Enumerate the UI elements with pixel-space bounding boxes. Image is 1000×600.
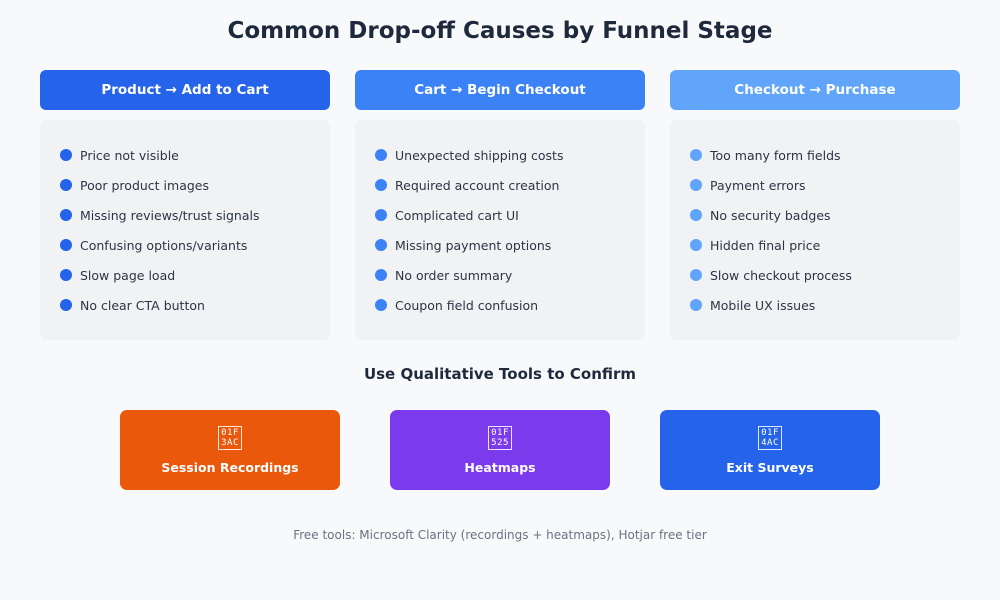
bullet-dot-icon: [375, 149, 387, 161]
bullet-dot-icon: [375, 299, 387, 311]
cause-item: Complicated cart UI: [355, 200, 645, 230]
cause-item: Payment errors: [670, 170, 960, 200]
stage-column-cart-to-checkout: Cart → Begin Checkout Unexpected shippin…: [355, 70, 645, 340]
tool-card-session-recordings: 01F 3AC Session Recordings: [120, 410, 340, 490]
bullet-dot-icon: [690, 239, 702, 251]
icon-code-top: 01F: [761, 427, 779, 438]
stage-column-product-to-cart: Product → Add to Cart Price not visible …: [40, 70, 330, 340]
cause-text: Confusing options/variants: [80, 237, 248, 253]
icon-code-top: 01F: [221, 427, 239, 438]
bullet-dot-icon: [60, 209, 72, 221]
stage-causes-panel: Unexpected shipping costs Required accou…: [355, 120, 645, 340]
tool-label: Session Recordings: [161, 459, 299, 475]
icon-code-bottom: 4AC: [761, 437, 779, 448]
bullet-dot-icon: [60, 299, 72, 311]
bullet-dot-icon: [690, 209, 702, 221]
cause-text: Required account creation: [395, 177, 560, 193]
bullet-dot-icon: [60, 269, 72, 281]
cause-item: Coupon field confusion: [355, 290, 645, 320]
tool-card-exit-surveys: 01F 4AC Exit Surveys: [660, 410, 880, 490]
cause-item: Missing payment options: [355, 230, 645, 260]
page-title: Common Drop-off Causes by Funnel Stage: [227, 18, 773, 44]
icon-code-top: 01F: [491, 427, 509, 438]
cause-text: Price not visible: [80, 147, 179, 163]
cause-text: Unexpected shipping costs: [395, 147, 564, 163]
bullet-dot-icon: [690, 179, 702, 191]
cause-text: Hidden final price: [710, 237, 821, 253]
stage-header: Checkout → Purchase: [670, 70, 960, 110]
speech-balloon-icon: 01F 4AC: [758, 425, 782, 450]
cause-text: Missing reviews/trust signals: [80, 207, 260, 223]
icon-code-bottom: 3AC: [221, 437, 239, 448]
tool-label: Exit Surveys: [726, 459, 814, 475]
stage-causes-panel: Price not visible Poor product images Mi…: [40, 120, 330, 340]
bullet-dot-icon: [690, 149, 702, 161]
cause-text: Too many form fields: [710, 147, 841, 163]
bullet-dot-icon: [375, 269, 387, 281]
bullet-dot-icon: [690, 269, 702, 281]
cause-item: No order summary: [355, 260, 645, 290]
stage-header: Product → Add to Cart: [40, 70, 330, 110]
cause-text: Mobile UX issues: [710, 297, 816, 313]
section-subtitle: Use Qualitative Tools to Confirm: [363, 365, 637, 383]
bullet-dot-icon: [375, 179, 387, 191]
bullet-dot-icon: [60, 149, 72, 161]
cause-item: Too many form fields: [670, 140, 960, 170]
cause-text: Slow page load: [80, 267, 176, 283]
tool-card-heatmaps: 01F 525 Heatmaps: [390, 410, 610, 490]
cause-item: Poor product images: [40, 170, 330, 200]
cause-text: Complicated cart UI: [395, 207, 519, 223]
stage-column-checkout-to-purchase: Checkout → Purchase Too many form fields…: [670, 70, 960, 340]
fire-icon: 01F 525: [488, 425, 512, 450]
cause-item: Price not visible: [40, 140, 330, 170]
cause-item: Required account creation: [355, 170, 645, 200]
icon-code-bottom: 525: [491, 437, 509, 448]
cause-text: Coupon field confusion: [395, 297, 539, 313]
cause-item: No security badges: [670, 200, 960, 230]
clapper-board-icon: 01F 3AC: [218, 425, 242, 450]
stage-causes-panel: Too many form fields Payment errors No s…: [670, 120, 960, 340]
cause-text: Poor product images: [80, 177, 209, 193]
bullet-dot-icon: [60, 239, 72, 251]
stage-header: Cart → Begin Checkout: [355, 70, 645, 110]
cause-item: Hidden final price: [670, 230, 960, 260]
cause-text: Payment errors: [710, 177, 806, 193]
cause-text: Missing payment options: [395, 237, 552, 253]
cause-item: Unexpected shipping costs: [355, 140, 645, 170]
cause-text: Slow checkout process: [710, 267, 852, 283]
bullet-dot-icon: [375, 209, 387, 221]
cause-item: Confusing options/variants: [40, 230, 330, 260]
footnote: Free tools: Microsoft Clarity (recording…: [293, 528, 707, 542]
bullet-dot-icon: [690, 299, 702, 311]
cause-item: Slow page load: [40, 260, 330, 290]
cause-item: Slow checkout process: [670, 260, 960, 290]
cause-text: No order summary: [395, 267, 513, 283]
cause-text: No security badges: [710, 207, 831, 223]
cause-text: No clear CTA button: [80, 297, 205, 313]
bullet-dot-icon: [60, 179, 72, 191]
bullet-dot-icon: [375, 239, 387, 251]
cause-item: Missing reviews/trust signals: [40, 200, 330, 230]
tool-label: Heatmaps: [464, 459, 536, 475]
cause-item: Mobile UX issues: [670, 290, 960, 320]
cause-item: No clear CTA button: [40, 290, 330, 320]
